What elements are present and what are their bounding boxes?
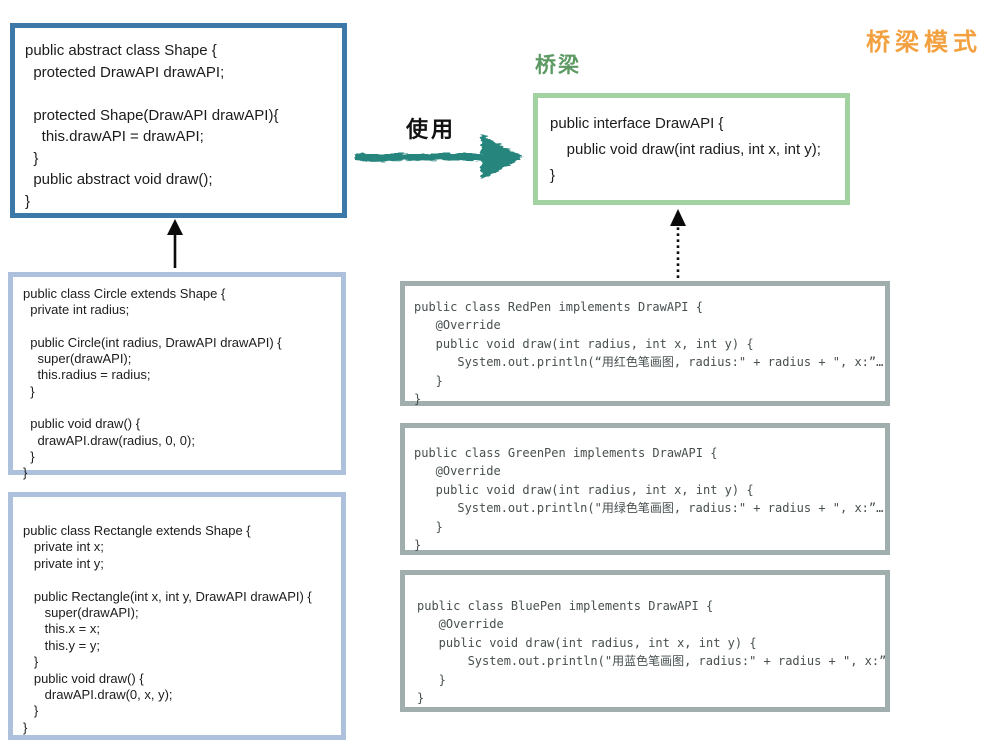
rectangle-class-box: public class Rectangle extends Shape { p…: [8, 492, 346, 740]
greenpen-class-box: public class GreenPen implements DrawAPI…: [400, 423, 890, 555]
pattern-title: 桥梁模式: [866, 29, 982, 56]
greenpen-class-code: public class GreenPen implements DrawAPI…: [414, 446, 884, 553]
rectangle-class-code: public class Rectangle extends Shape { p…: [23, 523, 312, 735]
redpen-class-box: public class RedPen implements DrawAPI {…: [400, 281, 890, 406]
bluepen-class-box: public class BluePen implements DrawAPI …: [400, 570, 890, 712]
bridge-label: 桥梁: [535, 54, 581, 77]
redpen-to-drawapi-arrow: [670, 209, 686, 278]
drawapi-interface-box: public interface DrawAPI { public void d…: [533, 93, 850, 205]
shape-class-code: public abstract class Shape { protected …: [25, 42, 279, 210]
circle-to-shape-arrow: [167, 219, 183, 268]
shape-class-box: public abstract class Shape { protected …: [10, 23, 347, 218]
drawapi-interface-code: public interface DrawAPI { public void d…: [550, 115, 821, 184]
redpen-class-code: public class RedPen implements DrawAPI {…: [414, 300, 884, 407]
bluepen-class-code: public class BluePen implements DrawAPI …: [417, 599, 885, 706]
circle-class-box: public class Circle extends Shape { priv…: [8, 272, 346, 480]
circle-class-code: public class Circle extends Shape { priv…: [23, 286, 282, 481]
use-label: 使用: [406, 117, 457, 142]
